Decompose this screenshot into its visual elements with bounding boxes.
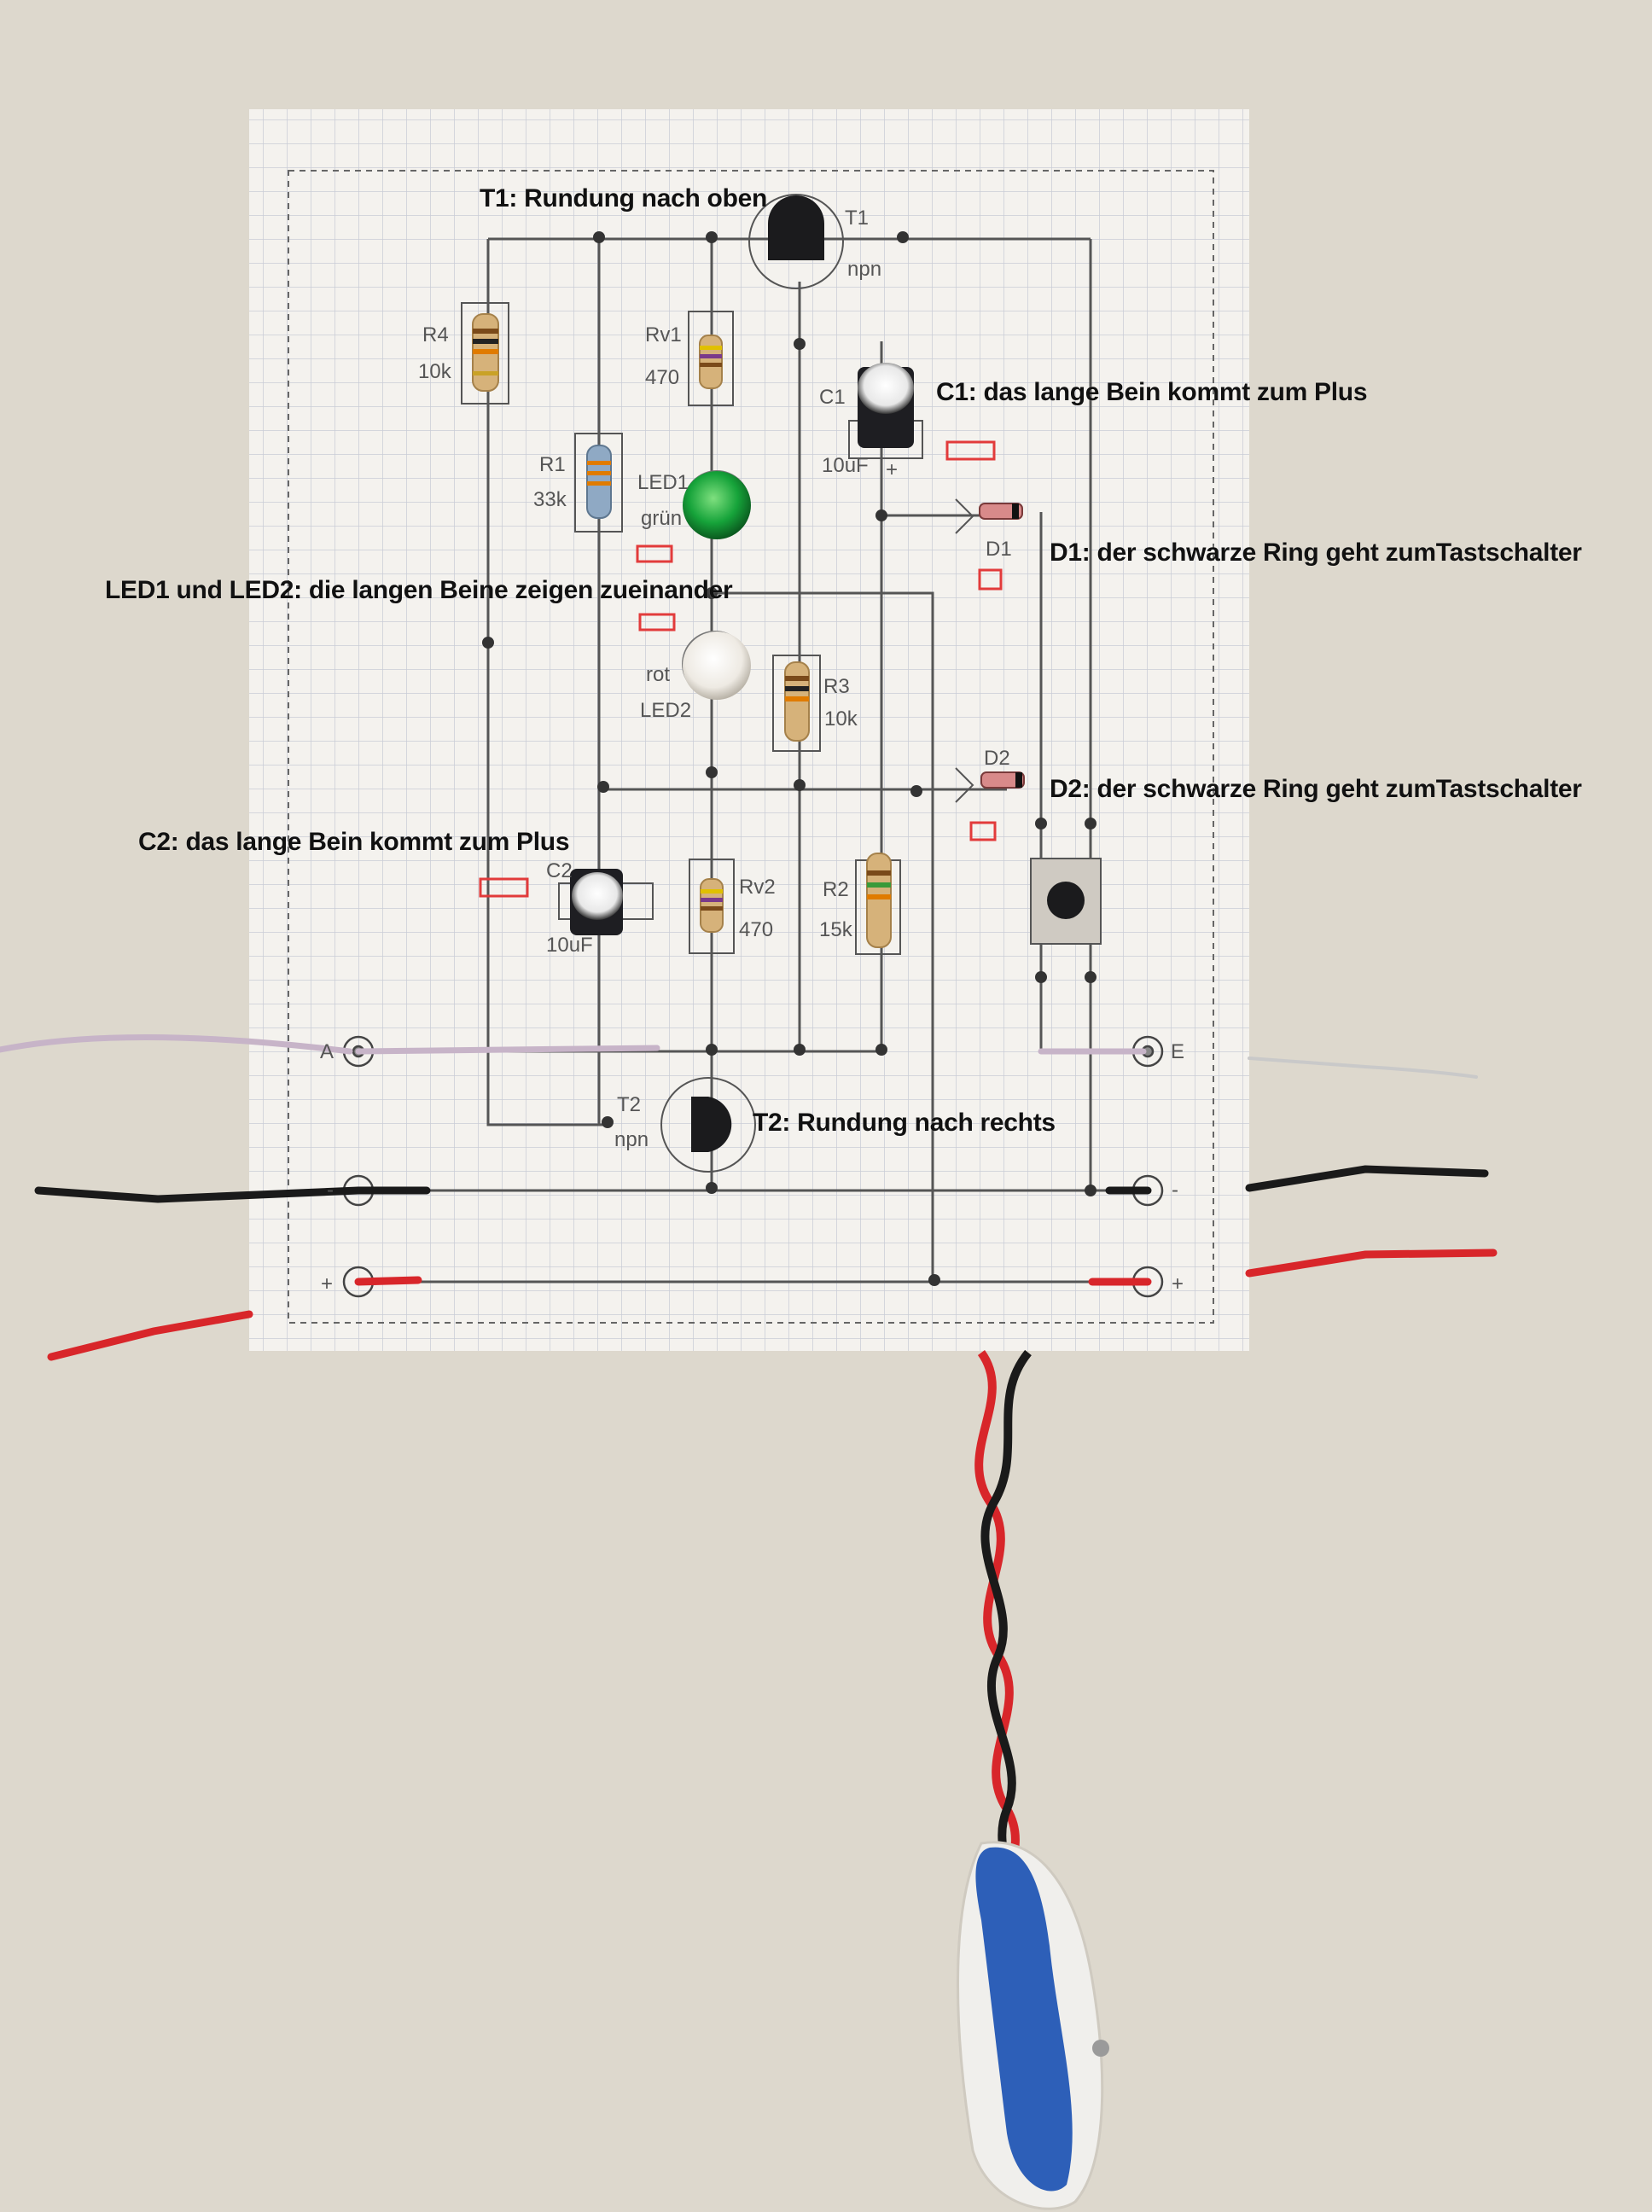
led1-green <box>683 470 751 539</box>
svg-text:10k: 10k <box>824 707 858 731</box>
annotation-c2: C2: das lange Bein kommt zum Plus <box>138 828 570 856</box>
svg-text:C1: C1 <box>819 386 846 409</box>
svg-text:Rv1: Rv1 <box>645 323 682 346</box>
svg-text:10uF: 10uF <box>822 454 869 477</box>
svg-text:+: + <box>1172 1272 1184 1295</box>
svg-text:10uF: 10uF <box>546 934 593 957</box>
svg-text:D2: D2 <box>984 747 1010 770</box>
silkscreen: T1 npn R4 10k Rv1 470 C1 10uF + R1 33k L… <box>320 207 1184 1295</box>
annotation-led: LED1 und LED2: die langen Beine zeigen z… <box>105 576 733 604</box>
svg-text:rot: rot <box>646 663 670 686</box>
red-markings <box>479 440 1003 898</box>
annotation-c1: C1: das lange Bein kommt zum Plus <box>936 378 1368 406</box>
svg-text:npn: npn <box>614 1128 649 1151</box>
push-button <box>1030 858 1102 945</box>
svg-text:D1: D1 <box>986 538 1012 561</box>
diode-d1 <box>955 498 1023 534</box>
transistor-t2 <box>660 1077 756 1173</box>
battery-clip <box>957 1841 1109 2210</box>
svg-text:grün: grün <box>641 507 682 530</box>
svg-text:470: 470 <box>739 918 773 941</box>
svg-text:+: + <box>886 458 898 481</box>
svg-text:C2: C2 <box>546 859 573 882</box>
svg-text:10k: 10k <box>418 360 452 383</box>
annotation-t1: T1: Rundung nach oben <box>480 184 768 212</box>
resistor-r2 <box>855 853 901 955</box>
svg-text:470: 470 <box>645 366 679 389</box>
annotation-t2: T2: Rundung nach rechts <box>753 1109 1056 1137</box>
svg-text:LED2: LED2 <box>640 699 691 722</box>
resistor-r4 <box>461 302 509 405</box>
svg-text:npn: npn <box>847 258 881 281</box>
svg-text:-: - <box>327 1179 334 1202</box>
svg-text:R2: R2 <box>823 878 849 901</box>
svg-text:T2: T2 <box>617 1093 641 1116</box>
external-wires <box>0 1033 1498 1361</box>
svg-text:Rv2: Rv2 <box>739 876 776 899</box>
diode-d2 <box>955 767 1025 803</box>
capacitor-c2 <box>558 869 654 935</box>
svg-text:R3: R3 <box>823 675 850 698</box>
capacitor-c1 <box>848 363 923 459</box>
battery-lead <box>974 1349 1032 1931</box>
transistor-t1 <box>748 194 844 289</box>
resistor-rv1 <box>688 311 734 406</box>
resistor-r1 <box>574 433 623 533</box>
resistor-rv2 <box>689 859 735 954</box>
svg-text:LED1: LED1 <box>637 471 689 494</box>
svg-text:A: A <box>320 1040 334 1063</box>
annotation-d1: D1: der schwarze Ring geht zumTastschalt… <box>1050 538 1582 567</box>
solder-dots <box>482 231 1096 1286</box>
svg-text:R1: R1 <box>539 453 566 476</box>
svg-text:33k: 33k <box>533 488 567 511</box>
svg-text:E: E <box>1171 1040 1184 1063</box>
svg-text:15k: 15k <box>819 918 853 941</box>
led2-red-clear <box>682 631 751 700</box>
svg-text:+: + <box>321 1272 333 1295</box>
svg-text:R4: R4 <box>422 323 449 346</box>
resistor-r3 <box>772 655 821 752</box>
annotation-d2: D2: der schwarze Ring geht zumTastschalt… <box>1050 775 1582 803</box>
svg-text:T1: T1 <box>845 207 869 230</box>
board <box>249 109 1249 1351</box>
svg-text:-: - <box>1172 1179 1178 1202</box>
